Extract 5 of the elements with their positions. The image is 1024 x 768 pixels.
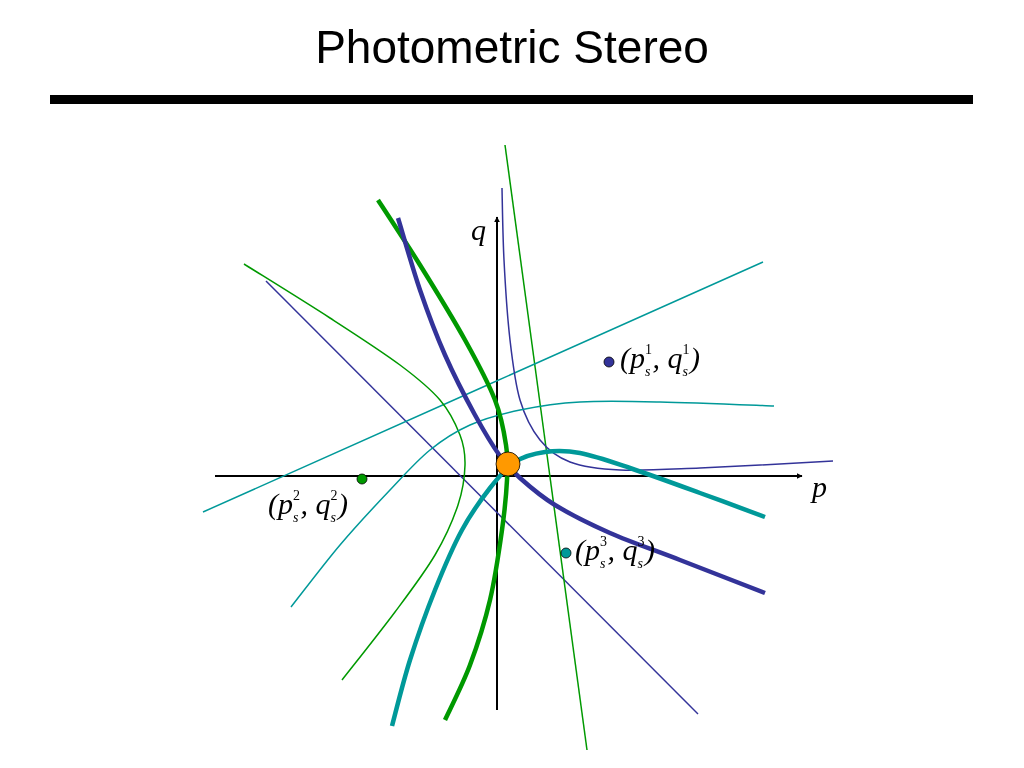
point-label: (p$^{1}$$_{s}$, q$^{1}$$_{s}$): [620, 340, 700, 379]
axis-label: q: [471, 214, 486, 246]
slide-title: Photometric Stereo: [315, 20, 709, 74]
point-label: (p$^{2}$$_{s}$, q$^{2}$$_{s}$): [268, 486, 348, 525]
axis-label: p: [812, 471, 827, 503]
